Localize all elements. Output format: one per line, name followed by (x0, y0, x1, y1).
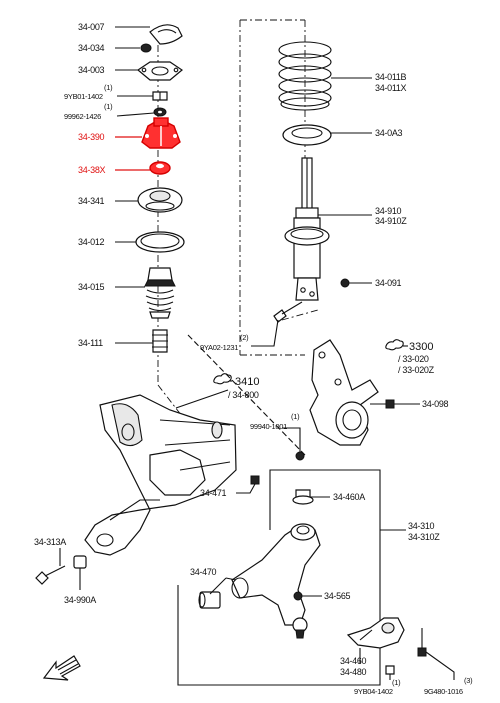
ring-34-012 (135, 231, 185, 253)
label-34-310z: 34-310Z (408, 532, 440, 542)
leader-lines-left (115, 26, 155, 344)
steering-knuckle-3300 (309, 339, 379, 446)
label-34-007: 34-007 (78, 22, 105, 32)
lower-arm-box (177, 469, 381, 686)
label-9g480-qty: (3) (464, 676, 473, 685)
control-arm-34-310 (231, 523, 321, 639)
bearing-34-38x-highlighted (149, 161, 171, 175)
label-3300: 3300 (409, 341, 433, 353)
label-9ya02-qty: (2) (240, 333, 249, 342)
label-34-310: 34-310 (408, 521, 435, 531)
label-34-091: 34-091 (375, 278, 402, 288)
bolt-34-313a (35, 565, 66, 585)
label-99962: 99962-1426 (64, 112, 101, 121)
label-34-003: 34-003 (78, 65, 105, 75)
label-34-011x: 34-011X (375, 83, 407, 93)
shock-absorber-34-910 (284, 157, 330, 301)
coil-spring-34-011 (278, 41, 332, 111)
leader-lines-right (59, 77, 455, 680)
crossmember-3410 (84, 394, 237, 556)
bolt-9ya02 (273, 301, 303, 323)
label-9yb01: 9YB01-1402 (64, 92, 103, 101)
label-34-011b: 34-011B (375, 72, 407, 82)
label-34-012: 34-012 (78, 237, 105, 247)
bolt-9g480 (417, 628, 427, 657)
balljoint-34-460 (346, 617, 405, 649)
nut-34-034 (140, 43, 152, 53)
nut-9yb04 (385, 665, 395, 675)
label-9yb04: 9YB04-1402 (354, 687, 393, 696)
label-99940: 99940-1001 (250, 422, 287, 431)
washer-99962 (153, 107, 167, 117)
label-33-020: / 33-020 (398, 354, 429, 364)
label-9g480: 9G480-1016 (424, 687, 463, 696)
label-9yb01-qty: (1) (104, 83, 113, 92)
label-99940-qty: (1) (291, 412, 300, 421)
plate-34-003 (136, 61, 184, 81)
label-34-470: 34-470 (190, 567, 217, 577)
insulator-34-0a3 (282, 124, 332, 146)
label-34-034: 34-034 (78, 43, 105, 53)
label-34-098: 34-098 (422, 399, 449, 409)
label-34-460: 34-460 (340, 656, 367, 666)
label-34-471: 34-471 (200, 488, 227, 498)
arrow-front-icon (42, 655, 81, 681)
label-34-800: / 34-800 (228, 390, 259, 400)
label-9ya02: 9YA02-1231 (200, 343, 238, 352)
clip-34-007 (149, 24, 183, 45)
nut-34-471 (250, 475, 260, 485)
nut-9yb01 (152, 91, 168, 101)
mount-34-390-highlighted (141, 117, 181, 149)
part-labels: 34-007 34-034 34-003 (1) 9YB01-1402 (1) … (34, 22, 473, 696)
label-9yb04-qty: (1) (392, 678, 401, 687)
label-34-910: 34-910 (375, 206, 402, 216)
label-34-390-highlighted: 34-390 (78, 132, 105, 142)
label-34-341: 34-341 (78, 196, 105, 206)
reference-cloud-icon-3300 (385, 339, 404, 351)
label-3410: 3410 (235, 376, 259, 388)
label-34-460a: 34-460A (333, 492, 365, 502)
bumpstop-34-111 (152, 329, 168, 353)
label-34-313a: 34-313A (34, 537, 66, 547)
boot-34-015 (144, 267, 176, 319)
label-34-38x-highlighted: 34-38X (78, 165, 106, 175)
bolt-34-098 (370, 399, 395, 409)
label-34-565: 34-565 (324, 591, 351, 601)
label-34-0a3: 34-0A3 (375, 128, 403, 138)
balljoint-34-460a (292, 489, 314, 505)
nut-34-091 (340, 278, 350, 288)
label-34-990a: 34-990A (64, 595, 96, 605)
label-99962-qty: (1) (104, 102, 113, 111)
bushing-34-990a (73, 555, 87, 569)
label-34-015: 34-015 (78, 282, 105, 292)
seat-34-341 (137, 187, 183, 213)
label-33-020z: / 33-020Z (398, 365, 435, 375)
nut-34-565 (293, 591, 303, 601)
label-34-910z: 34-910Z (375, 216, 407, 226)
reference-cloud-icon-3410 (213, 373, 232, 385)
bushing-34-470 (198, 591, 221, 609)
label-34-111: 34-111 (78, 338, 103, 348)
label-34-480: 34-480 (340, 667, 367, 677)
